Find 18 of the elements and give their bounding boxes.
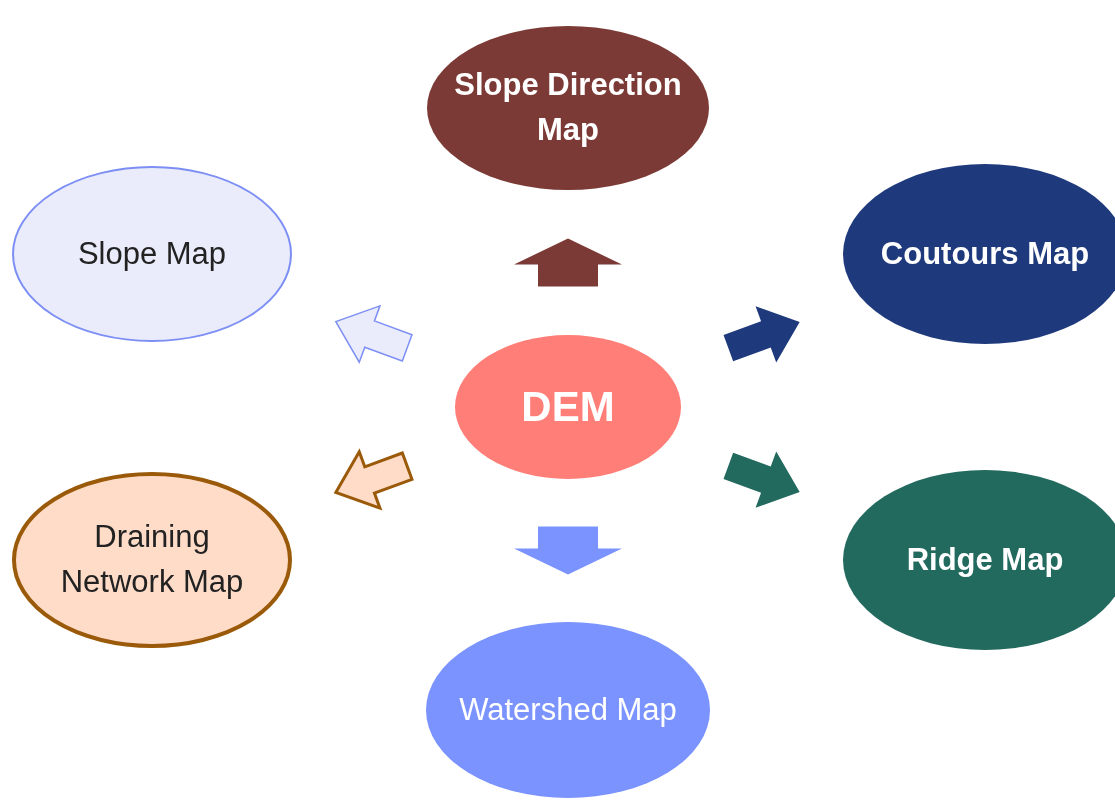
- node-label: Draining Network Map: [59, 518, 245, 601]
- map-ellipse: [12, 472, 292, 648]
- node-label: DEM: [520, 381, 616, 432]
- map-ellipse: [426, 622, 710, 798]
- node-label: Coutours Map: [879, 234, 1091, 273]
- block-arrow: [514, 238, 622, 287]
- node-label: Ridge Map: [905, 540, 1065, 579]
- block-arrow: [333, 448, 414, 511]
- node-label: Slope Direction Map: [453, 66, 683, 149]
- block-arrow: [723, 306, 800, 363]
- node-label: Watershed Map: [458, 690, 678, 729]
- map-ellipse: [12, 166, 292, 342]
- block-arrow: [334, 304, 413, 364]
- map-ellipse: [427, 26, 709, 190]
- map-ellipse: [455, 335, 681, 479]
- block-arrow: [723, 451, 800, 508]
- block-arrow: [514, 526, 622, 575]
- node-label: Slope Map: [76, 234, 228, 273]
